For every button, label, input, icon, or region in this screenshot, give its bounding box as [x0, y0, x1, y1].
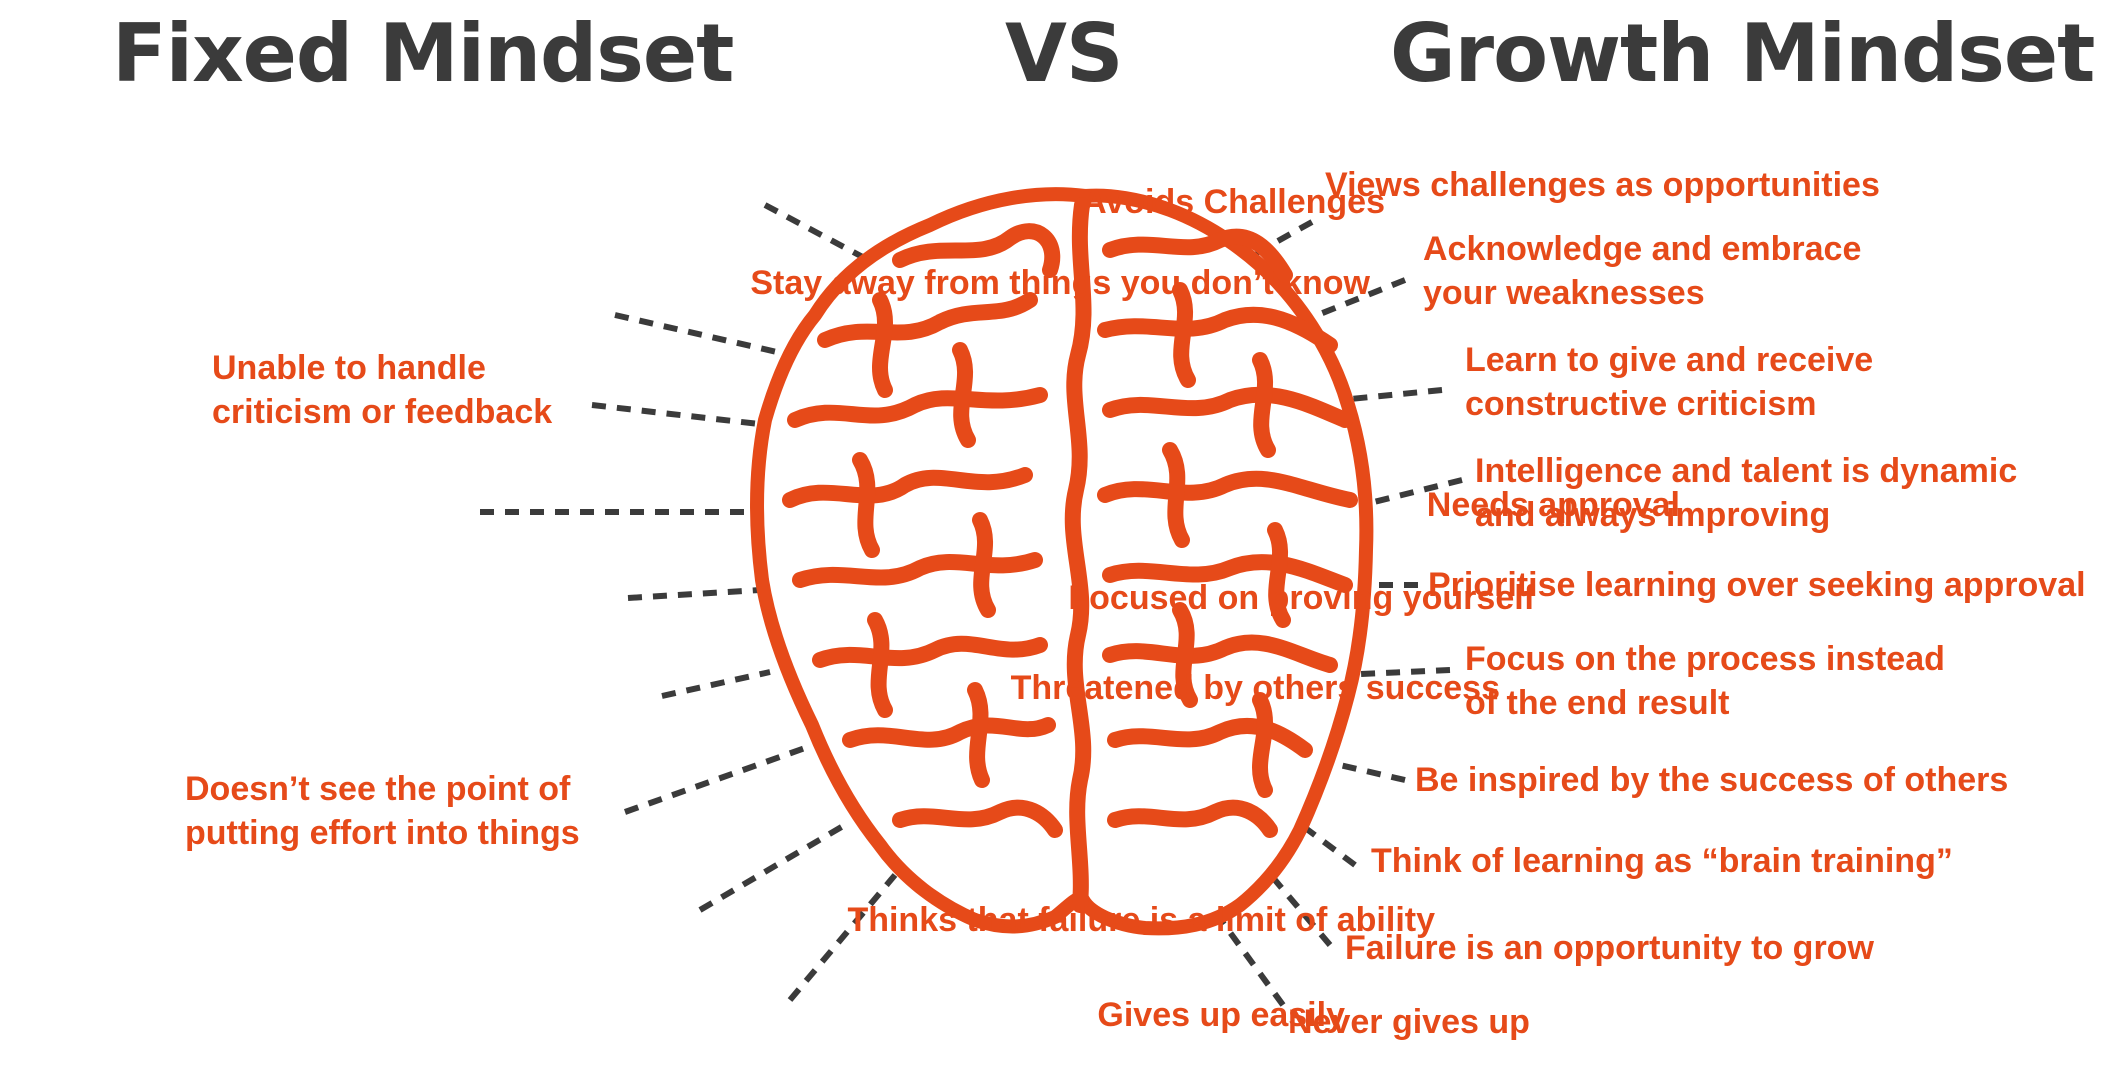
connector-line-intelligence-and-talent-is-dynamic — [1361, 477, 1463, 508]
connector-line-failure-is-an-opportunity-to-grow — [1255, 858, 1333, 947]
fixed-trait-label: Stay away from things you don’t know — [750, 261, 1370, 305]
trait-line: Never gives up — [1288, 1003, 1530, 1041]
trait-line: Views challenges as opportunities — [1325, 166, 1880, 204]
vs-title: VS — [1005, 7, 1124, 100]
growth-trait-label: Intelligence and talent is dynamic and al… — [1475, 449, 2017, 537]
trait-line: Gives up easily — [1097, 996, 1345, 1034]
connector-line-acknowledge-and-embrace — [1298, 277, 1407, 325]
growth-trait-label: Acknowledge and embrace your weaknesses — [1423, 227, 1861, 315]
trait-line: criticism or feedback — [212, 393, 553, 431]
fixed-trait-label: Thinks that failure is a limit of abilit… — [847, 898, 1435, 942]
trait-line: Threatened by others success — [1010, 669, 1500, 707]
fixed-trait-label: Unable to handle criticism or feedback — [212, 346, 552, 434]
connector-line-doesn-t-see-the-point-of — [623, 745, 807, 815]
connector-line-gives-up-easily — [787, 873, 898, 1002]
trait-line: Stay away from things you don’t know — [750, 264, 1370, 302]
trait-line: Needs approval — [1426, 486, 1680, 524]
brain-fissure — [1064, 197, 1092, 913]
growth-trait-label: Views challenges as opportunities — [1325, 163, 1880, 207]
trait-line: of the end result — [1465, 684, 1730, 722]
growth-trait-label: Focus on the process instead of the end r… — [1465, 637, 1945, 725]
brain-folds — [782, 223, 1358, 838]
growth-trait-label: Think of learning as “brain training” — [1371, 839, 1953, 883]
fixed-trait-label: Avoids Challenges — [1082, 180, 1385, 224]
growth-trait-label: Be inspired by the success of others — [1415, 758, 2008, 802]
trait-line: and always improving — [1475, 496, 1831, 534]
fixed-trait-label: Threatened by others success — [1011, 666, 1500, 710]
trait-line: Avoids Challenges — [1082, 183, 1385, 221]
trait-line: Learn to give and receive — [1465, 341, 1874, 379]
connector-line-stay-away-from-things-you-don-t-know — [614, 312, 791, 358]
growth-trait-label: Prioritise learning over seeking approva… — [1428, 563, 2086, 607]
trait-line: putting effort into things — [185, 814, 580, 852]
fixed-mindset-title: Fixed Mindset — [112, 7, 734, 100]
growth-mindset-title: Growth Mindset — [1390, 7, 2095, 100]
connector-line-focused-on-proving-yourself — [627, 587, 761, 601]
growth-trait-label: Learn to give and receive constructive cr… — [1465, 338, 1873, 426]
growth-trait-label: Failure is an opportunity to grow — [1345, 926, 1874, 970]
trait-line: Intelligence and talent is dynamic — [1475, 452, 2018, 490]
trait-line: Prioritise learning over seeking approva… — [1428, 566, 2086, 604]
connector-line-think-of-learning-as-brain-training — [1286, 812, 1357, 868]
trait-line: your weaknesses — [1423, 274, 1705, 312]
trait-line: Failure is an opportunity to grow — [1345, 929, 1874, 967]
fixed-trait-label: Needs approval — [1427, 483, 1680, 527]
connector-line-threatened-by-others-success — [661, 669, 771, 699]
growth-trait-label: Never gives up — [1288, 1000, 1530, 1044]
connector-line-views-challenges-as-opportunities — [1238, 219, 1314, 265]
connector-line-unable-to-handle — [591, 402, 769, 428]
trait-line: constructive criticism — [1465, 385, 1817, 423]
trait-line: Think of learning as “brain training” — [1371, 842, 1953, 880]
trait-line: Unable to handle — [212, 349, 486, 387]
trait-line: Doesn’t see the point of — [185, 770, 571, 808]
fixed-trait-label: Doesn’t see the point of putting effort i… — [185, 767, 580, 855]
fixed-trait-label: Focused on proving yourself — [1068, 576, 1535, 620]
brain-icon — [750, 187, 1374, 936]
connector-line-learn-to-give-and-receive — [1339, 387, 1443, 403]
trait-line: Be inspired by the success of others — [1415, 761, 2009, 799]
trait-line: Acknowledge and embrace — [1423, 230, 1862, 268]
connector-line-avoids-challenges — [763, 202, 874, 265]
fixed-trait-label: Gives up easily — [1097, 993, 1345, 1037]
connector-line-thinks-that-failure-is-a-limit-of-ability — [698, 819, 852, 913]
connector-line-focus-on-the-process-instead — [1339, 667, 1451, 678]
trait-line: Thinks that failure is a limit of abilit… — [847, 901, 1435, 939]
trait-line: Focus on the process instead — [1465, 640, 1945, 678]
trait-line: Focused on proving yourself — [1068, 579, 1535, 617]
